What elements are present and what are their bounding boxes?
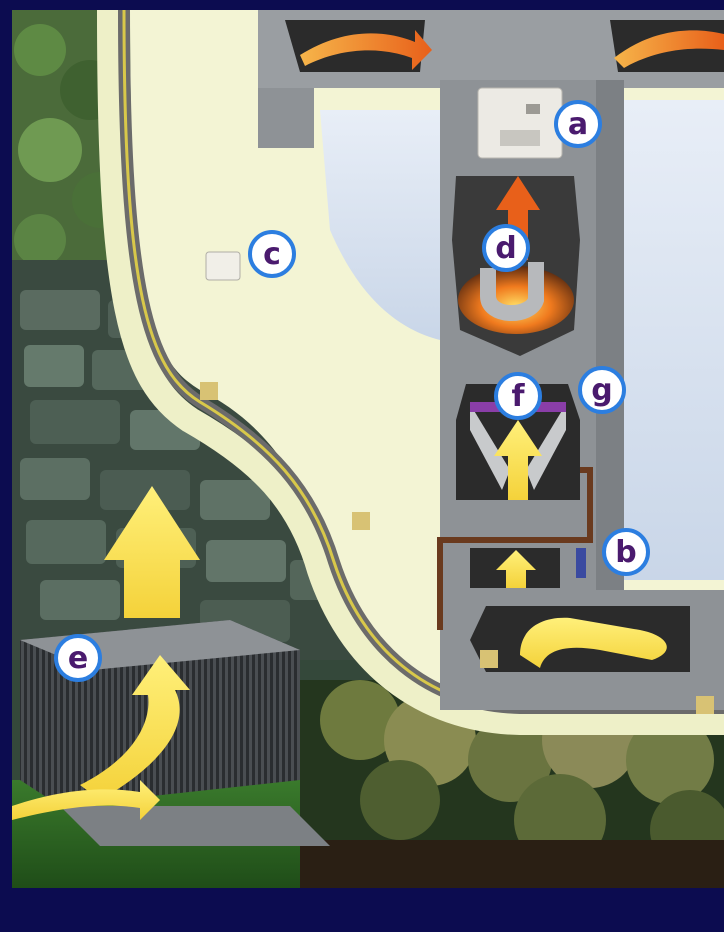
supply-duct-left (285, 20, 432, 72)
label-f: f (496, 374, 540, 418)
label-e-text: e (68, 641, 88, 676)
label-e: e (56, 636, 100, 680)
humidistat-control (206, 252, 240, 280)
label-b: b (604, 530, 648, 574)
label-d: d (484, 226, 528, 270)
air-cleaner-unit (478, 88, 562, 158)
bottom-bar (12, 892, 724, 932)
label-b-text: b (615, 535, 636, 570)
label-c-text: c (263, 237, 281, 272)
window-right (620, 100, 724, 580)
label-c: c (250, 232, 294, 276)
label-f-text: f (511, 379, 525, 414)
return-duct (470, 606, 690, 672)
label-a-text: a (568, 107, 588, 142)
label-d-text: d (495, 231, 516, 266)
label-a: a (556, 102, 600, 146)
label-g-text: g (591, 373, 612, 408)
supply-duct-right (610, 20, 724, 72)
label-g: g (580, 368, 624, 412)
